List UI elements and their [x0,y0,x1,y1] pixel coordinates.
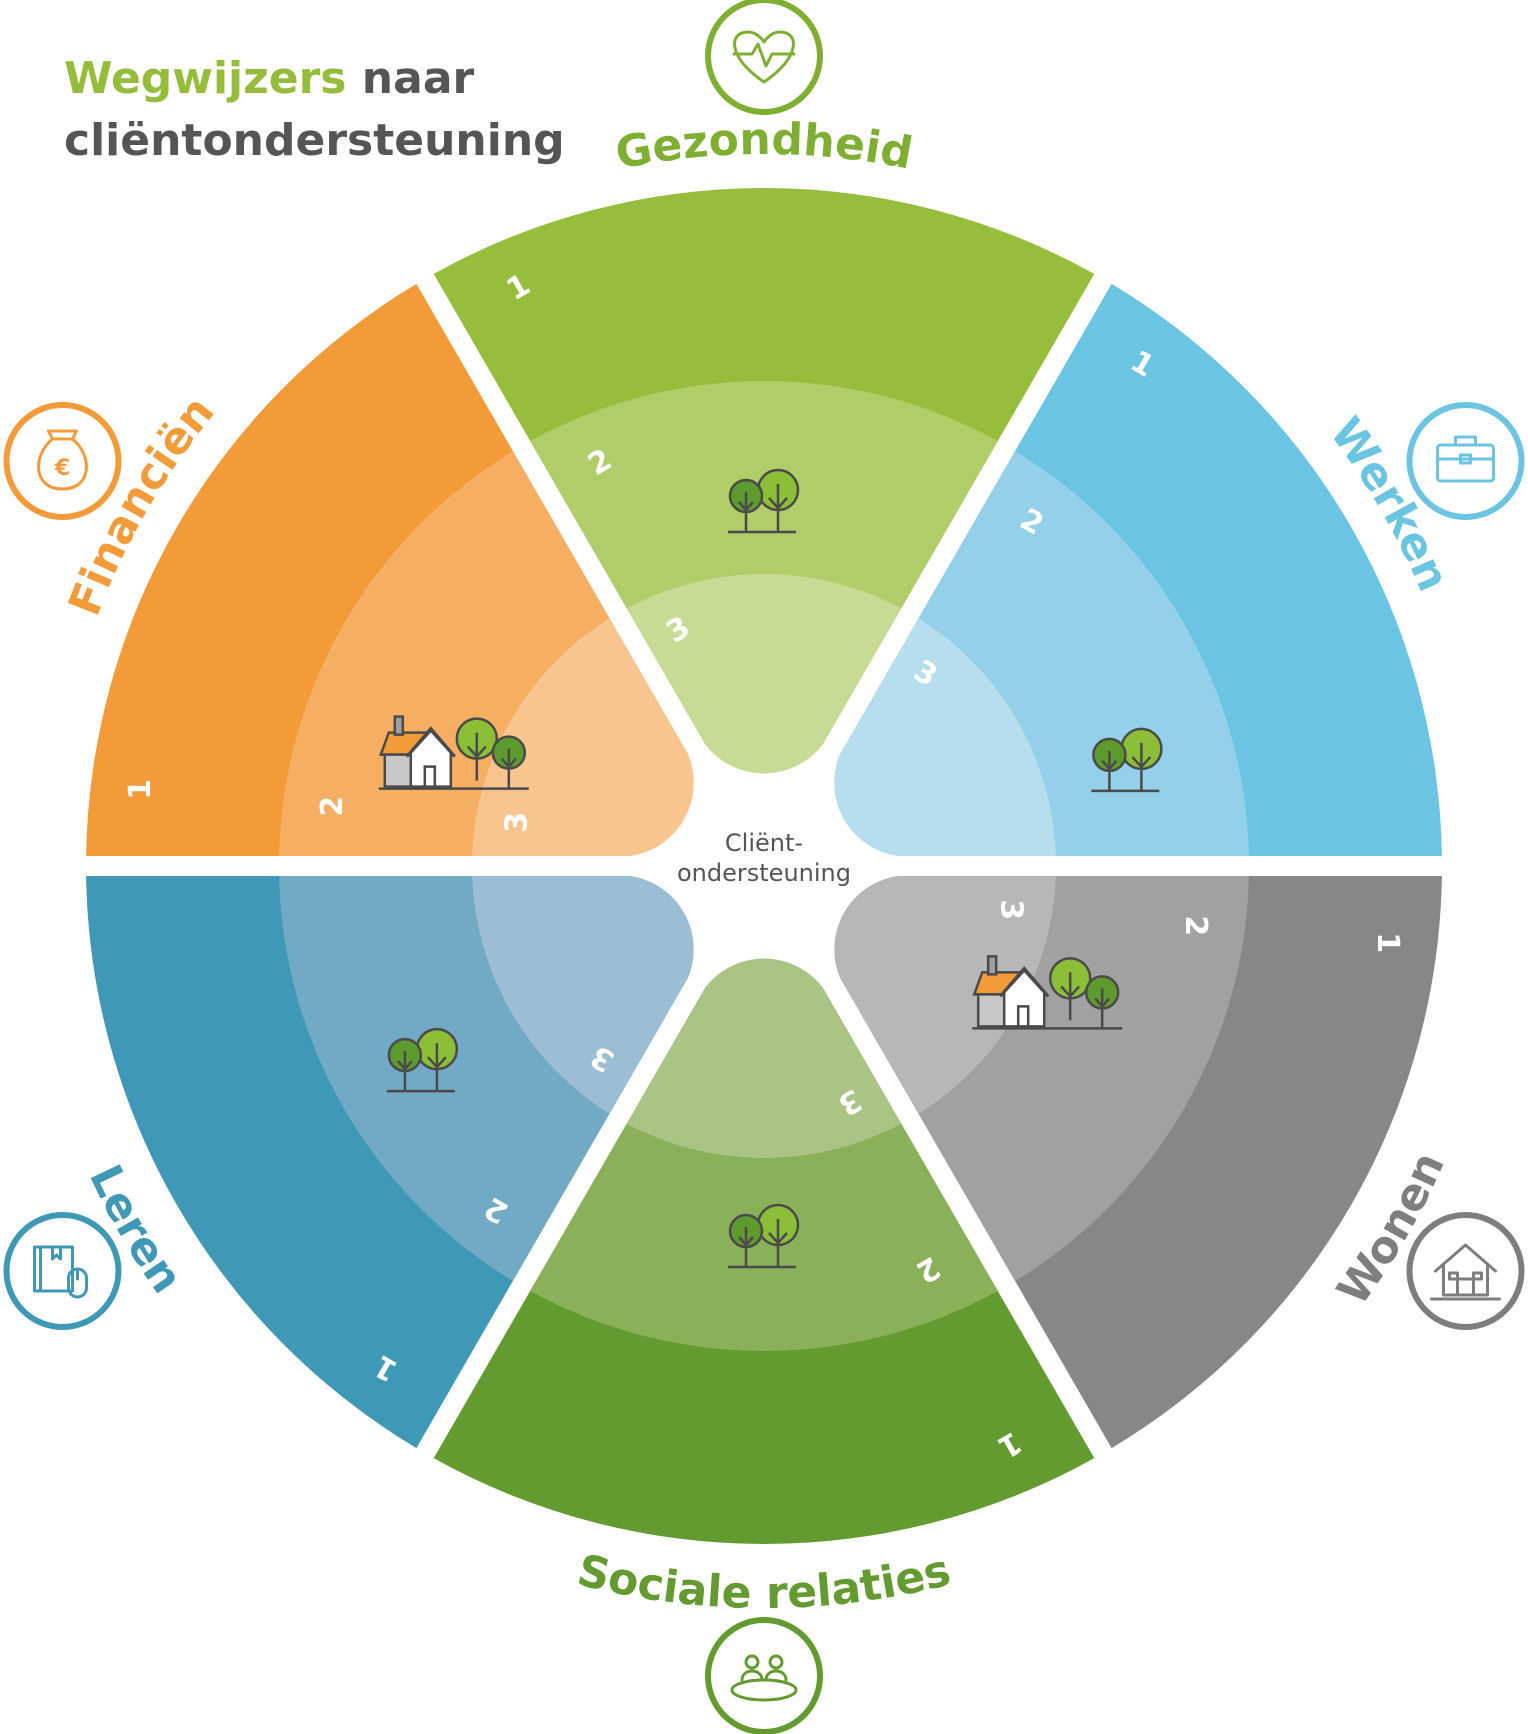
icons-layer: € [3,0,1525,1734]
sector-label-sociale_relaties: Sociale relaties [573,1545,956,1619]
svg-text:€: € [54,456,70,481]
briefcase-icon [1406,402,1525,520]
illustration-wonen [972,954,1123,1030]
ring-number-financien-2: 2 [315,796,350,817]
sector-leren[interactable] [86,876,694,1449]
ring-number-wonen-1: 1 [1370,932,1405,953]
people-icon [705,1617,823,1734]
sectors-layer [86,188,1442,1544]
center-label-line1: Cliënt- [725,829,803,857]
ring-number-financien-1: 1 [123,779,158,800]
sector-werken-ring-3[interactable] [834,618,1056,856]
illustration-gezondheid [728,468,800,534]
center-label: Cliënt- ondersteuning [677,829,851,887]
ring-number-wonen-2: 2 [1178,915,1213,936]
sector-leren-ring-3[interactable] [472,876,694,1114]
book-mouse-icon [3,1212,122,1330]
money-bag-icon: € [3,402,122,520]
sector-gezondheid-ring-3[interactable] [626,574,902,774]
illustrations-layer [378,468,1163,1269]
title-line2: cliëntondersteuning [64,115,565,166]
title-highlight: Wegwijzers [64,53,347,104]
sector-sociale_relaties[interactable] [433,958,1095,1544]
heart-pulse-icon [705,0,823,115]
title-rest: naar [361,53,475,104]
house-icon [1406,1212,1525,1330]
sector-financien-ring-3[interactable] [472,618,694,856]
sector-sociale_relaties-ring-3[interactable] [626,958,902,1158]
illustration-financien [378,715,529,790]
illustration-sociale_relaties [728,1203,800,1269]
illustration-werken [1091,727,1163,793]
ring-number-wonen-3: 3 [994,899,1029,920]
center-label-line2: ondersteuning [677,859,851,887]
sector-wonen-ring-3[interactable] [834,876,1056,1114]
sector-label-gezondheid: Gezondheid [612,114,917,180]
page-title: Wegwijzers naar cliëntondersteuning [64,48,565,172]
ring-number-financien-3: 3 [499,812,534,833]
illustration-leren [386,1027,459,1093]
